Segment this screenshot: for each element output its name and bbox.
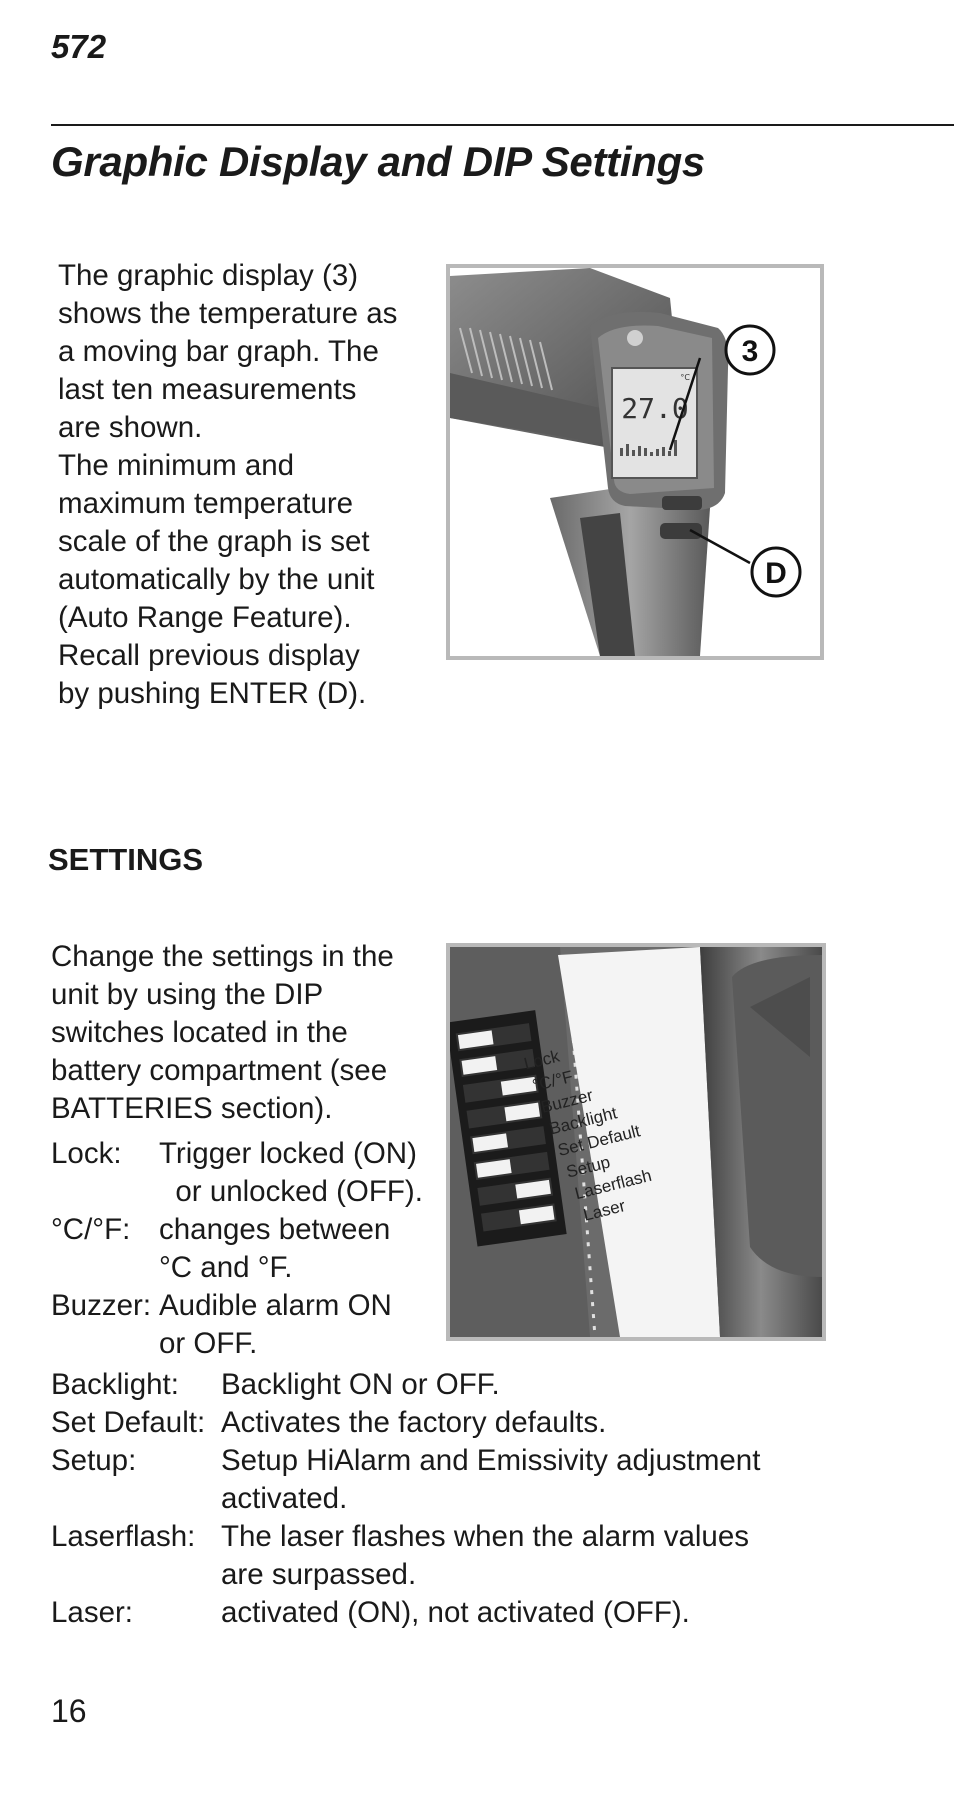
- text-line: Recall previous display: [58, 639, 360, 672]
- setting-term: °C/°F:: [51, 1213, 131, 1246]
- lcd-unit: °C: [680, 373, 690, 382]
- setting-def: are surpassed.: [221, 1558, 417, 1591]
- setting-def: Activates the factory defaults.: [221, 1406, 607, 1439]
- text-line: maximum temperature: [58, 487, 354, 520]
- setting-term: Buzzer:: [51, 1289, 152, 1322]
- callout-3: [724, 324, 776, 376]
- sensor-icon: [627, 330, 643, 346]
- text-line: The minimum and: [58, 449, 295, 482]
- text-line: Change the settings in the: [51, 940, 394, 973]
- setting-def: Backlight ON or OFF.: [221, 1368, 500, 1401]
- text-line: a moving bar graph. The: [58, 335, 379, 368]
- dip-switch-knob: [461, 1056, 498, 1075]
- settings-intro: Change the settings in the unit by using…: [51, 938, 394, 1128]
- setting-def: The laser flashes when the alarm values: [221, 1520, 749, 1553]
- dip-switch-knob: [476, 1159, 512, 1178]
- graphic-display-text: The graphic display (3) shows the temper…: [58, 257, 397, 713]
- dip-switch-knob: [515, 1179, 551, 1199]
- dip-switch-knob: [518, 1205, 555, 1225]
- page-number: 16: [51, 1693, 87, 1729]
- text-line: (Auto Range Feature).: [58, 601, 352, 634]
- setting-def: Setup HiAlarm and Emissivity adjustment: [221, 1444, 761, 1477]
- setting-def: activated.: [221, 1482, 348, 1515]
- setting-term: Set Default:: [51, 1406, 206, 1439]
- dip-switch-knob: [472, 1133, 509, 1153]
- setting-term: Setup:: [51, 1444, 137, 1477]
- setting-term: Lock:: [51, 1137, 122, 1170]
- setting-term: Backlight:: [51, 1368, 179, 1401]
- setting-def: or OFF.: [159, 1327, 258, 1360]
- dip-switch-knob: [504, 1102, 541, 1122]
- setting-def: Audible alarm ON: [159, 1289, 392, 1322]
- callout-d: [750, 546, 802, 598]
- setting-def: changes between: [159, 1213, 391, 1246]
- text-line: shows the temperature as: [58, 297, 398, 330]
- callout-d-label: D: [765, 557, 787, 590]
- lcd-bar-graph: [620, 440, 677, 456]
- setting-term: Laserflash:: [51, 1520, 196, 1553]
- text-line: BATTERIES section).: [51, 1092, 333, 1125]
- setting-def: or unlocked (OFF).: [159, 1175, 423, 1208]
- button-upper: [662, 496, 702, 510]
- enter-button: [660, 523, 702, 539]
- vent-lines: [459, 327, 553, 391]
- page-title: Graphic Display and DIP Settings: [51, 138, 705, 185]
- text-line: The graphic display (3): [58, 259, 359, 292]
- setting-def: °C and °F.: [159, 1251, 293, 1284]
- dip-switch-knob: [500, 1076, 537, 1096]
- text-line: scale of the graph is set: [58, 525, 370, 558]
- settings-heading: SETTINGS: [48, 842, 204, 877]
- arrow-icon: [750, 977, 810, 1057]
- text-line: unit by using the DIP: [51, 978, 324, 1011]
- text-line: last ten measurements: [58, 373, 357, 406]
- text-line: are shown.: [58, 411, 203, 444]
- callout-3-label: 3: [742, 335, 759, 368]
- lcd-screen: [611, 367, 698, 479]
- setting-term: Laser:: [51, 1596, 133, 1629]
- dip-switches: [455, 1023, 557, 1232]
- header-rule: [51, 124, 954, 126]
- text-line: battery compartment (see: [51, 1054, 388, 1087]
- thermometer-display-figure: 27.0 °C 3 D: [446, 264, 824, 660]
- setting-def: activated (ON), not activated (OFF).: [221, 1596, 690, 1629]
- thermometer-illustration: 27.0 °C 3 D: [450, 268, 820, 656]
- text-line: automatically by the unit: [58, 563, 375, 596]
- lcd-reading: 27.0: [621, 392, 688, 425]
- model-number: 572: [51, 28, 107, 65]
- text-line: by pushing ENTER (D).: [58, 677, 367, 710]
- dip-switch-knob: [457, 1030, 494, 1050]
- text-line: switches located in the: [51, 1016, 348, 1049]
- setting-def: Trigger locked (ON): [159, 1137, 417, 1170]
